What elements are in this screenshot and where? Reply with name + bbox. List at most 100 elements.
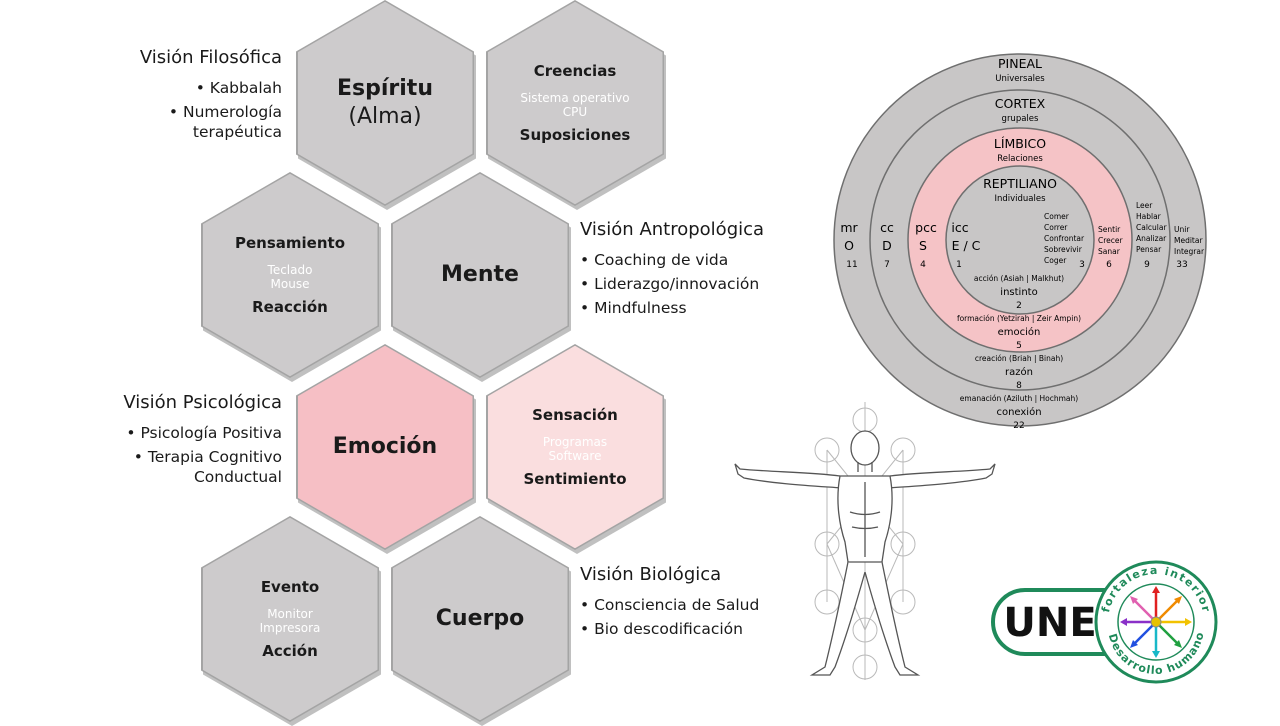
reptiliano-sub: Individuales: [994, 194, 1046, 204]
vision-filosofica-bullet-1: • Kabbalah: [195, 79, 282, 97]
cortex-number: 9: [1144, 260, 1150, 270]
hex-pensamiento: Pensamiento Teclado Mouse Reacción: [201, 172, 381, 382]
accion-number: 2: [1016, 301, 1022, 311]
cortex-label: CORTEX: [995, 96, 1046, 111]
formacion-world: formación (Yetzirah | Zeir Ampin): [957, 314, 1081, 323]
core-number: 3: [1079, 260, 1085, 270]
limbic-item: Sanar: [1098, 247, 1121, 256]
mr-letter: O: [844, 238, 854, 253]
evento-top: Evento: [260, 577, 320, 596]
cc-code: cc: [880, 220, 894, 235]
icc-number: 1: [956, 260, 962, 270]
vision-biologica-title: Visión Biológica: [580, 564, 722, 585]
pensamiento-top: Pensamiento: [235, 233, 345, 252]
cc-letter: D: [882, 238, 892, 253]
vision-antropologica-bullet-1: • Coaching de vida: [580, 251, 729, 269]
sensacion-sub1: Programas: [542, 434, 608, 449]
pineal-sub: Universales: [995, 74, 1045, 84]
mr-code: mr: [840, 220, 858, 235]
human-figure: [734, 430, 996, 676]
vision-biologica-bullet-2: • Bio descodificación: [580, 620, 743, 638]
sensacion-sub2: Software: [548, 448, 602, 463]
espiritu-title: Espíritu: [337, 75, 433, 101]
vision-filosofica-bullet-2: • Numerología: [168, 103, 282, 121]
cuerpo-title: Cuerpo: [435, 605, 525, 631]
vision-filosofica-title: Visión Filosófica: [139, 47, 282, 68]
cortex-sub: grupales: [1002, 114, 1039, 124]
pensamiento-sub2: Mouse: [270, 276, 310, 291]
vitruvian-figure-illustration: [734, 402, 996, 680]
evento-sub1: Monitor: [267, 606, 313, 621]
cortex-item: Analizar: [1136, 234, 1167, 243]
pcc-code: pcc: [915, 220, 937, 235]
brain-levels-diagram: PINEAL Universales CORTEX grupales LÍMBI…: [833, 53, 1207, 431]
accion-name: instinto: [1000, 287, 1037, 298]
pcc-letter: S: [919, 238, 927, 253]
limbic-item: Sentir: [1098, 225, 1121, 234]
sensacion-top: Sensación: [532, 405, 618, 424]
cortex-item: Calcular: [1136, 223, 1167, 232]
mente-title: Mente: [441, 261, 519, 287]
hex-emocion: Emoción: [296, 344, 476, 554]
cortex-item: Hablar: [1136, 212, 1162, 221]
limbic-item: Crecer: [1098, 236, 1124, 245]
emanacion-name: conexión: [996, 406, 1041, 418]
formacion-name: emoción: [998, 326, 1041, 338]
vision-psicologica-bullet-2b: Conductual: [193, 468, 282, 486]
accion-world: acción (Asiah | Malkhut): [974, 274, 1064, 283]
emanacion-number: 22: [1013, 421, 1024, 431]
evento-bottom: Acción: [262, 641, 318, 660]
creencias-bottom: Suposiciones: [519, 125, 631, 144]
evento-sub2: Impresora: [259, 620, 321, 635]
core-list: Comer Correr Confrontar Sobrevivir Coger: [1044, 212, 1085, 265]
pineal-label: PINEAL: [998, 56, 1042, 71]
une-logo: UNE fortaleza interior Desarrollo humano: [991, 560, 1218, 684]
hex-espiritu: Espíritu (Alma): [296, 0, 476, 210]
creencias-sub2: CPU: [562, 104, 588, 119]
reptiliano-label: REPTILIANO: [983, 176, 1057, 191]
vision-psicologica-bullet-2: • Terapia Cognitivo: [133, 448, 282, 466]
reptiliano-core: [945, 165, 1095, 315]
pensamiento-bottom: Reacción: [252, 297, 328, 316]
espiritu-subtitle: (Alma): [348, 103, 422, 129]
pcc-number: 4: [920, 260, 926, 270]
emanacion-world: emanación (Aziluth | Hochmah): [960, 394, 1078, 403]
icc-code: icc: [951, 220, 968, 235]
hex-evento: Evento Monitor Impresora Acción: [201, 516, 381, 726]
core-item: Coger: [1044, 256, 1067, 265]
hex-sensacion: Sensación Programas Software Sentimiento: [486, 344, 666, 554]
core-item: Correr: [1044, 223, 1068, 232]
vision-psicologica-title: Visión Psicológica: [123, 392, 282, 413]
hex-mente: Mente: [391, 172, 571, 382]
hex-cuerpo: Cuerpo: [391, 516, 571, 726]
vision-antropologica-title: Visión Antropológica: [580, 219, 765, 240]
core-item: Confrontar: [1044, 234, 1085, 243]
icc-letter: E / C: [952, 238, 981, 253]
pensamiento-sub1: Teclado: [267, 262, 313, 277]
vision-psicologica-bullet-1: • Psicología Positiva: [126, 424, 282, 442]
creencias-sub1: Sistema operativo: [520, 90, 630, 105]
cortex-item: Pensar: [1136, 245, 1162, 254]
sensacion-bottom: Sentimiento: [523, 469, 627, 488]
limbico-label: LÍMBICO: [994, 136, 1046, 151]
vision-biologica-bullet-1: • Consciencia de Salud: [580, 596, 760, 614]
creencias-top: Creencias: [533, 61, 617, 80]
cc-number: 7: [884, 260, 890, 270]
une-wordmark: UNE: [1003, 600, 1096, 646]
limbico-sub: Relaciones: [997, 154, 1043, 164]
core-item: Sobrevivir: [1044, 245, 1083, 254]
formacion-number: 5: [1016, 341, 1022, 351]
emocion-title: Emoción: [332, 433, 438, 459]
vision-antropologica-bullet-3: • Mindfulness: [580, 299, 687, 317]
cortex-list: Leer Hablar Calcular Analizar Pensar: [1136, 201, 1167, 254]
vision-antropologica-bullet-2: • Liderazgo/innovación: [580, 275, 760, 293]
vision-filosofica-bullet-2b: terapéutica: [192, 123, 282, 141]
creacion-number: 8: [1016, 381, 1022, 391]
creacion-world: creación (Briah | Binah): [975, 354, 1063, 363]
pineal-list: Unir Meditar Integrar: [1174, 225, 1205, 256]
pineal-item: Unir: [1174, 225, 1190, 234]
limbic-list: Sentir Crecer Sanar: [1098, 225, 1124, 256]
mr-number: 11: [846, 260, 857, 270]
pineal-number: 33: [1176, 260, 1187, 270]
pineal-item: Integrar: [1174, 247, 1205, 256]
